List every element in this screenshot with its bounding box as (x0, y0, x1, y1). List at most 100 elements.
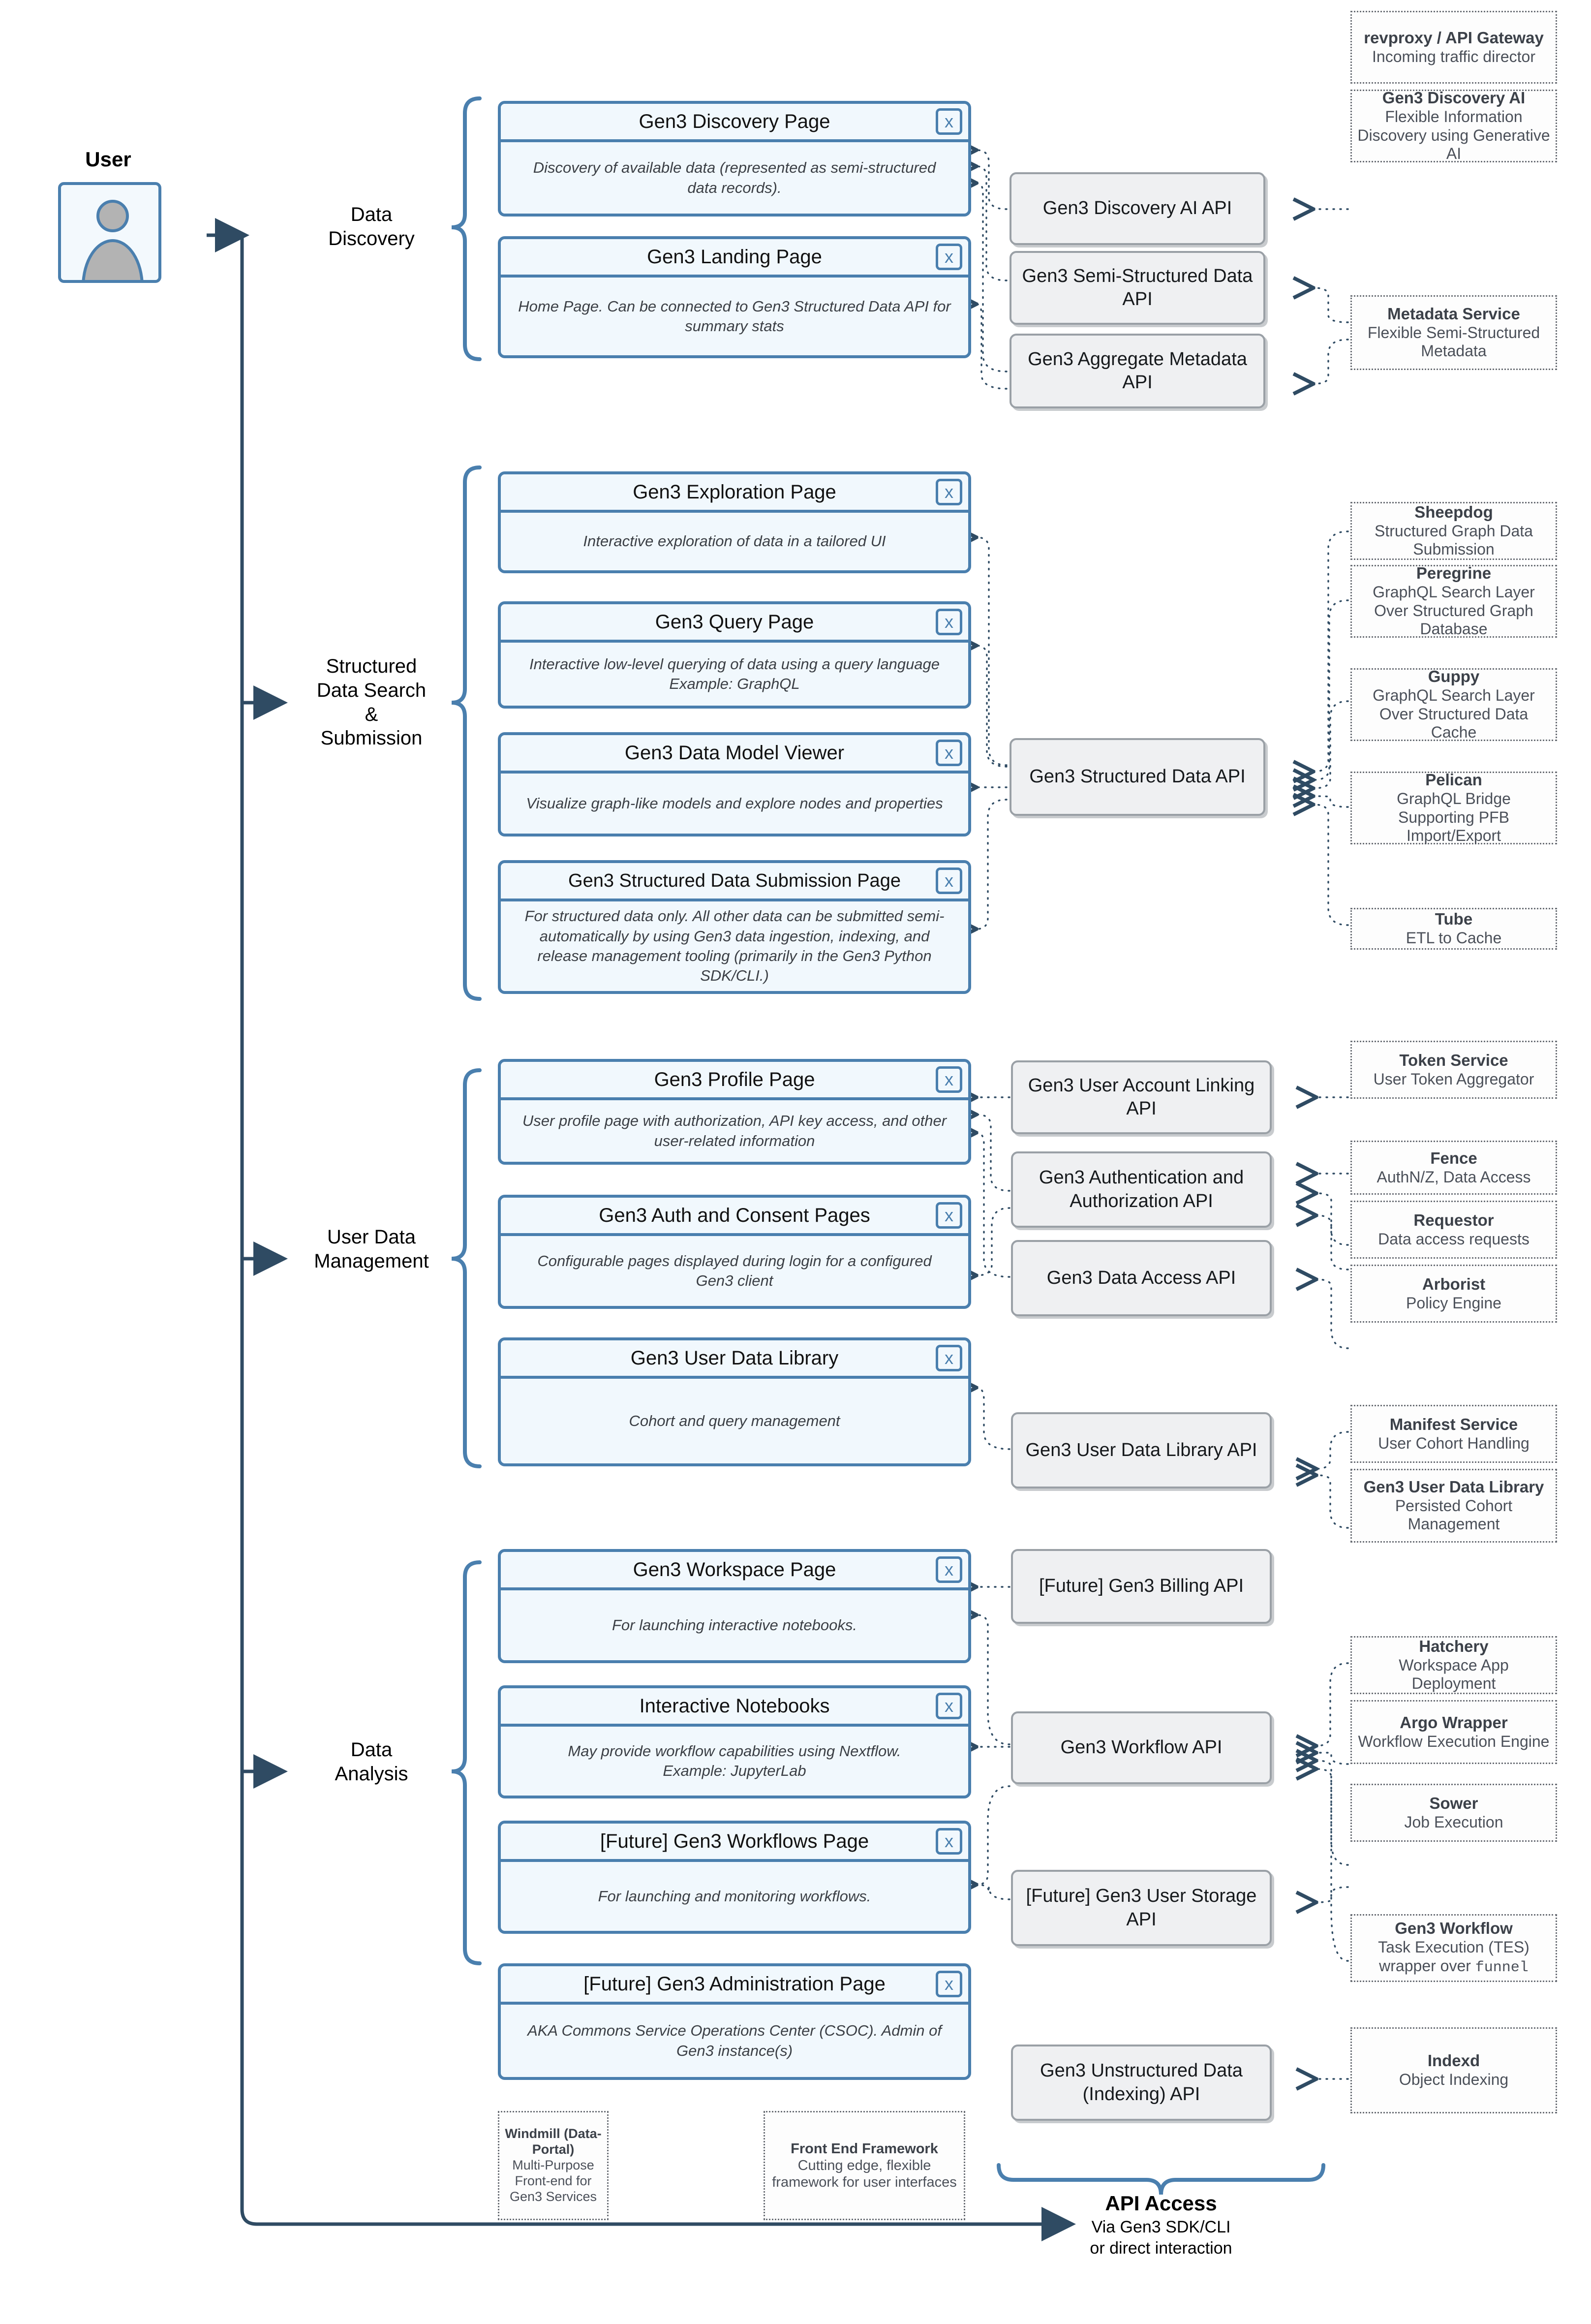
close-icon[interactable]: x (936, 1202, 962, 1229)
page-title: Interactive Notebooks (639, 1695, 830, 1717)
service-name: Tube (1435, 910, 1473, 929)
titlebar: Gen3 Query Page x (501, 604, 968, 643)
close-icon[interactable]: x (936, 1971, 962, 1997)
page-body: Interactive exploration of data in a tai… (501, 513, 968, 570)
api-box-gen3-data-access-api[interactable]: Gen3 Data Access API (1011, 1240, 1272, 1316)
service-name: Metadata Service (1387, 304, 1520, 323)
close-icon[interactable]: x (936, 1693, 962, 1719)
page-body: For structured data only. All other data… (501, 901, 968, 991)
api-box-gen3-semi-structured-data-api[interactable]: Gen3 Semi-Structured Data API (1010, 251, 1265, 325)
page-title: Gen3 User Data Library (630, 1347, 839, 1369)
page-body: For launching and monitoring workflows. (501, 1862, 968, 1931)
service-name: Gen3 Discovery AI (1382, 88, 1526, 107)
service-box-fence: Fence AuthN/Z, Data Access (1350, 1141, 1557, 1195)
service-description: User Cohort Handling (1378, 1434, 1530, 1452)
page-description: Configurable pages displayed during logi… (537, 1252, 932, 1289)
page-card-gen3-query-page[interactable]: Gen3 Query Page x Interactive low-level … (498, 601, 971, 709)
page-card-gen3-discovery-page[interactable]: Gen3 Discovery Page x Discovery of avail… (498, 101, 971, 217)
page-card-gen3-exploration-page[interactable]: Gen3 Exploration Page x Interactive expl… (498, 471, 971, 573)
close-icon[interactable]: x (936, 1828, 962, 1855)
api-box-gen3-user-account-linking-api[interactable]: Gen3 User Account Linking API (1011, 1060, 1272, 1134)
service-box-gen3-workflow: Gen3 Workflow Task Execution (TES) wrapp… (1350, 1914, 1557, 1982)
service-name: Sower (1429, 1794, 1478, 1812)
page-card-gen3-data-model-viewer[interactable]: Gen3 Data Model Viewer x Visualize graph… (498, 732, 971, 837)
page-card-future-gen3-workflows-page[interactable]: [Future] Gen3 Workflows Page x For launc… (498, 1821, 971, 1934)
service-description: GraphQL Bridge Supporting PFB Import/Exp… (1397, 789, 1511, 845)
page-body: Visualize graph-like models and explore … (501, 774, 968, 834)
page-body: AKA Commons Service Operations Center (C… (501, 2005, 968, 2077)
service-name: Requestor (1413, 1210, 1494, 1229)
user-shoulders-icon (82, 239, 144, 280)
api-box-gen3-user-data-library-api[interactable]: Gen3 User Data Library API (1011, 1412, 1272, 1488)
page-title: Gen3 Structured Data Submission Page (568, 870, 901, 891)
service-name: Fence (1430, 1148, 1477, 1167)
service-box-hatchery: Hatchery Workspace App Deployment (1350, 1636, 1557, 1694)
page-body: May provide workflow capabilities using … (501, 1727, 968, 1796)
close-icon[interactable]: x (936, 108, 962, 135)
service-name: Indexd (1427, 2051, 1480, 2070)
api-box-gen3-authentication-and-authorization-api[interactable]: Gen3 Authentication and Authorization AP… (1011, 1151, 1272, 1228)
page-description: Cohort and query management (629, 1412, 840, 1429)
page-card-gen3-auth-and-consent-pages[interactable]: Gen3 Auth and Consent Pages x Configurab… (498, 1195, 971, 1309)
api-box-future-gen3-billing-api[interactable]: [Future] Gen3 Billing API (1011, 1549, 1272, 1624)
api-box-gen3-discovery-ai-api[interactable]: Gen3 Discovery AI API (1010, 172, 1265, 245)
api-box-gen3-structured-data-api[interactable]: Gen3 Structured Data API (1010, 738, 1265, 816)
page-card-gen3-profile-page[interactable]: Gen3 Profile Page x User profile page wi… (498, 1059, 971, 1165)
service-description: Workflow Execution Engine (1358, 1732, 1550, 1750)
page-title: Gen3 Workspace Page (633, 1559, 836, 1580)
service-description: Incoming traffic director (1372, 47, 1535, 65)
service-name: Manifest Service (1389, 1415, 1518, 1433)
api-access-title: API Access (1105, 2192, 1217, 2215)
page-card-future-gen3-administration-page[interactable]: [Future] Gen3 Administration Page x AKA … (498, 1963, 971, 2080)
service-box-indexd: Indexd Object Indexing (1350, 2027, 1557, 2113)
titlebar: Interactive Notebooks x (501, 1688, 968, 1727)
close-icon[interactable]: x (936, 1066, 962, 1093)
service-description: Policy Engine (1406, 1294, 1501, 1312)
page-card-gen3-landing-page[interactable]: Gen3 Landing Page x Home Page. Can be co… (498, 236, 971, 358)
category-label-data-discovery: Data Discovery (328, 204, 415, 249)
close-icon[interactable]: x (936, 868, 962, 894)
titlebar: Gen3 Landing Page x (501, 239, 968, 278)
page-description: Discovery of available data (represented… (533, 159, 936, 196)
service-description: Workspace App Deployment (1399, 1656, 1509, 1693)
service-description: Data access requests (1378, 1230, 1530, 1248)
service-description: GraphQL Search Layer Over Structured Gra… (1373, 583, 1535, 638)
service-box-arborist: Arborist Policy Engine (1350, 1265, 1557, 1323)
page-title: Gen3 Data Model Viewer (624, 742, 845, 764)
close-icon[interactable]: x (936, 479, 962, 505)
service-description: Flexible Information Discovery using Gen… (1357, 107, 1550, 163)
api-box-gen3-workflow-api[interactable]: Gen3 Workflow API (1011, 1711, 1272, 1784)
actor-label: User (85, 148, 131, 171)
page-body: For launching interactive notebooks. (501, 1590, 968, 1660)
api-box-gen3-aggregate-metadata-api[interactable]: Gen3 Aggregate Metadata API (1010, 334, 1265, 408)
service-name: Argo Wrapper (1400, 1713, 1508, 1732)
page-card-gen3-structured-data-submission-page[interactable]: Gen3 Structured Data Submission Page x F… (498, 860, 971, 994)
service-description: GraphQL Search Layer Over Structured Dat… (1373, 686, 1535, 742)
page-card-gen3-workspace-page[interactable]: Gen3 Workspace Page x For launching inte… (498, 1549, 971, 1663)
api-box-future-gen3-user-storage-api[interactable]: [Future] Gen3 User Storage API (1011, 1870, 1272, 1946)
close-icon[interactable]: x (936, 244, 962, 270)
page-card-interactive-notebooks[interactable]: Interactive Notebooks x May provide work… (498, 1685, 971, 1798)
service-box-gen3-user-data-library: Gen3 User Data Library Persisted Cohort … (1350, 1469, 1557, 1543)
page-description: For launching and monitoring workflows. (598, 1887, 871, 1905)
service-name: Token Service (1399, 1051, 1508, 1069)
service-box-sower: Sower Job Execution (1350, 1784, 1557, 1842)
titlebar: Gen3 Workspace Page x (501, 1552, 968, 1590)
api-access-subtitle: Via Gen3 SDK/CLI or direct interaction (1090, 2217, 1232, 2258)
page-card-gen3-user-data-library[interactable]: Gen3 User Data Library x Cohort and quer… (498, 1337, 971, 1466)
service-description: ETL to Cache (1406, 929, 1502, 947)
close-icon[interactable]: x (936, 1556, 962, 1583)
api-box-gen3-unstructured-data-indexing-api[interactable]: Gen3 Unstructured Data (Indexing) API (1011, 2045, 1272, 2121)
service-description: Structured Graph Data Submission (1375, 522, 1533, 558)
close-icon[interactable]: x (936, 1345, 962, 1371)
service-box-windmill-data-portal: Windmill (Data-Portal) Multi-Purpose Fro… (498, 2111, 609, 2220)
service-name: Pelican (1425, 770, 1482, 789)
close-icon[interactable]: x (936, 740, 962, 766)
page-body: Interactive low-level querying of data u… (501, 643, 968, 706)
close-icon[interactable]: x (936, 609, 962, 635)
service-name: Hatchery (1419, 1637, 1489, 1655)
service-name: Arborist (1422, 1274, 1486, 1293)
service-description: Job Execution (1404, 1813, 1503, 1831)
service-box-argo-wrapper: Argo Wrapper Workflow Execution Engine (1350, 1700, 1557, 1764)
